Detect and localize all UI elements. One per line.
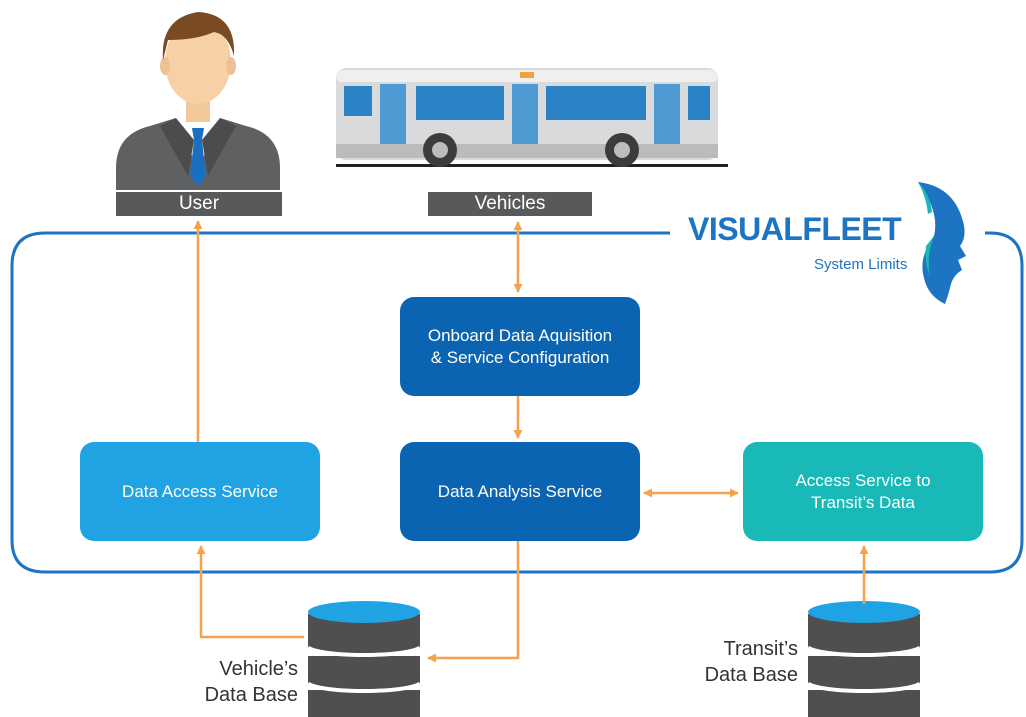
data-analysis-service-box: Data Analysis Service — [400, 442, 640, 541]
onboard-data-acquisition-box: Onboard Data Aquisition & Service Config… — [400, 297, 640, 396]
data-access-service-box: Data Access Service — [80, 442, 320, 541]
vehicle-db-line1: Vehicle’s — [219, 658, 298, 680]
transit-access-line1: Access Service to — [795, 470, 931, 490]
transit-database-icon — [808, 601, 920, 717]
user-label: User — [116, 192, 282, 216]
vehicles-label: Vehicles — [428, 192, 592, 216]
logo-title: VISUALFLEET — [688, 211, 902, 247]
vehicle-database-label: Vehicle’s Data Base — [205, 656, 298, 708]
data-analysis-service-label: Data Analysis Service — [437, 481, 603, 501]
logo-subtitle: System Limits — [814, 256, 908, 273]
data-access-service-label: Data Access Service — [122, 481, 278, 501]
onboard-box-line2: & Service Configuration — [430, 347, 610, 367]
transit-db-line1: Transit’s — [723, 638, 798, 660]
vehicle-db-line2: Data Base — [204, 684, 298, 706]
transit-data-access-box: Access Service to Transit’s Data — [743, 442, 983, 541]
arrow-vehicle-db-to-data-access — [196, 545, 304, 639]
arrow-analysis-to-vehicle-db — [427, 541, 520, 663]
transit-database-label: Transit’s Data Base — [705, 636, 798, 688]
transit-access-line2: Transit’s Data — [811, 492, 915, 512]
onboard-box-line1: Onboard Data Aquisition — [427, 325, 613, 345]
visualfleet-logo-icon — [918, 182, 966, 304]
bus-icon — [336, 68, 728, 167]
vehicle-database-icon — [308, 601, 420, 717]
user-icon — [116, 12, 280, 190]
transit-db-line2: Data Base — [704, 664, 798, 686]
